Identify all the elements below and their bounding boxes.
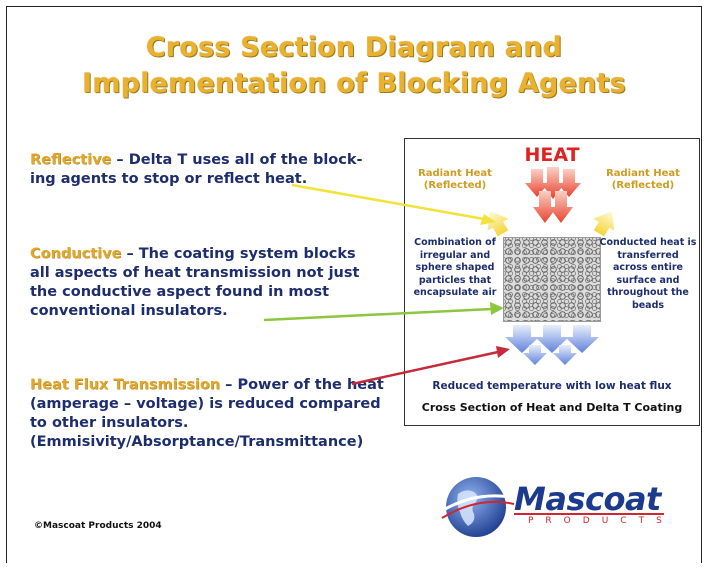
radiant-heat-right-label: Radiant Heat (Reflected) bbox=[606, 168, 680, 191]
conductive-term: Conductive bbox=[30, 246, 122, 262]
flux-arrow-1 bbox=[505, 325, 539, 353]
heat-flux-paragraph: Heat Flux Transmission – Power of the he… bbox=[30, 376, 390, 452]
reflective-text: – Delta T uses all of the block-ing agen… bbox=[30, 152, 363, 187]
title-line-1: Cross Section Diagram and bbox=[145, 32, 563, 63]
title-line-2: Implementation of Blocking Agents bbox=[82, 68, 626, 99]
heat-label: HEAT bbox=[524, 144, 580, 166]
outgoing-heat-arrows bbox=[505, 325, 599, 365]
heat-arrow-1 bbox=[525, 169, 549, 197]
heat-flux-text: – Power of the heat (amperage – voltage)… bbox=[30, 377, 384, 450]
combination-particles-label: Combination of irregular and sphere shap… bbox=[413, 237, 497, 298]
conducted-heat-label: Conducted heat is transferred across ent… bbox=[599, 237, 697, 311]
flux-arrow-5 bbox=[553, 345, 577, 365]
reflective-paragraph: Reflective – Delta T uses all of the blo… bbox=[30, 151, 370, 189]
reflected-arrow-left bbox=[487, 210, 509, 237]
conductive-text: – The coating system blocks all aspects … bbox=[30, 246, 360, 319]
reflected-arrow-right bbox=[593, 210, 615, 237]
slide-title: Cross Section Diagram and Implementation… bbox=[0, 30, 708, 102]
heat-flux-term: Heat Flux Transmission bbox=[30, 377, 221, 393]
logo-rule bbox=[514, 513, 664, 515]
copyright-text: ©Mascoat Products 2004 bbox=[34, 521, 162, 531]
incoming-heat-arrows bbox=[525, 167, 581, 223]
radiant-heat-left-label: Radiant Heat (Reflected) bbox=[418, 168, 492, 191]
diagram-arrows bbox=[487, 167, 615, 365]
flux-arrow-4 bbox=[523, 345, 547, 365]
cross-section-diagram: HEAT Radiant Heat (Reflected) Radiant He… bbox=[404, 138, 700, 426]
flux-arrow-3 bbox=[565, 325, 599, 353]
products-logo-text: PRODUCTS bbox=[528, 516, 674, 526]
globe-logo-icon bbox=[439, 477, 516, 537]
heat-arrow-4 bbox=[533, 191, 557, 223]
coating-beads-cross-section bbox=[503, 237, 601, 322]
reflective-term: Reflective bbox=[30, 152, 112, 168]
heat-arrow-3 bbox=[557, 169, 581, 197]
diagram-caption: Cross Section of Heat and Delta T Coatin… bbox=[421, 401, 683, 414]
heat-arrow-5 bbox=[549, 191, 573, 223]
mascoat-logo-text: Mascoat bbox=[514, 480, 661, 518]
flux-arrow-2 bbox=[535, 325, 569, 353]
conductive-paragraph: Conductive – The coating system blocks a… bbox=[30, 245, 375, 321]
reduced-temperature-label: Reduced temperature with low heat flux bbox=[432, 380, 672, 392]
